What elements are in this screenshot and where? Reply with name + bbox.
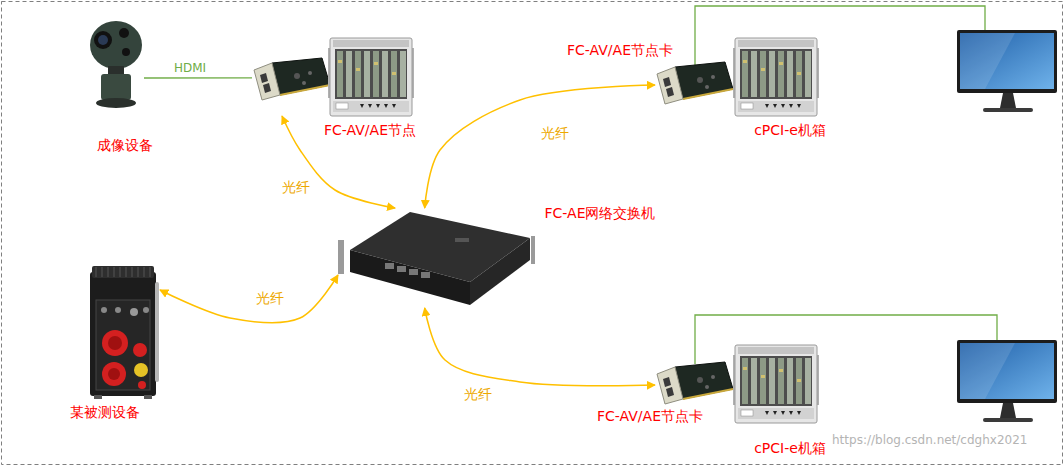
imaging-camera	[90, 21, 142, 108]
device-label: 成像设备	[97, 137, 153, 154]
device-node: FC-AV/AE节点卡	[655, 62, 733, 104]
device-label: FC-AV/AE节点卡	[567, 42, 673, 59]
hdmi-cable	[144, 77, 252, 79]
monitor	[957, 30, 1057, 112]
device-node: FC-AE网络交换机	[338, 208, 535, 308]
link-label: 光纤	[280, 179, 312, 195]
device-label: FC-AE网络交换机	[545, 205, 656, 222]
cpci-chassis	[328, 38, 414, 116]
device-label: FC-AV/AE节点	[324, 122, 416, 139]
network-switch	[338, 212, 535, 305]
device-node: cPCI-e机箱	[735, 38, 817, 116]
monitor	[957, 340, 1057, 422]
device-node: FC-AV/AE节点卡	[655, 362, 733, 404]
node-card	[657, 362, 733, 404]
device-node: FC-AV/AE节点	[252, 38, 412, 116]
device-node: cPCI-e机箱	[735, 345, 817, 423]
device-label: cPCI-e机箱	[754, 440, 826, 457]
fiber-link	[160, 275, 338, 323]
device-node: 成像设备	[88, 18, 144, 110]
cpci-chassis	[733, 345, 819, 423]
node-card	[657, 62, 733, 104]
device-label: cPCI-e机箱	[754, 122, 826, 139]
watermark: https://blog.csdn.net/cdghx2021	[832, 433, 1027, 448]
device-under-test	[90, 266, 159, 399]
fiber-link	[425, 308, 655, 386]
device-node: 某被测设备	[85, 265, 160, 400]
link-label: 光纤	[462, 386, 494, 402]
link-label: 光纤	[539, 125, 571, 141]
device-label: FC-AV/AE节点卡	[597, 408, 703, 425]
cpci-chassis	[733, 38, 819, 116]
link-label: 光纤	[254, 290, 286, 306]
node-card	[254, 58, 330, 100]
fiber-link	[282, 116, 395, 208]
fiber-link	[425, 85, 655, 208]
device-label: 某被测设备	[70, 404, 140, 421]
link-label: HDMI	[172, 60, 208, 76]
